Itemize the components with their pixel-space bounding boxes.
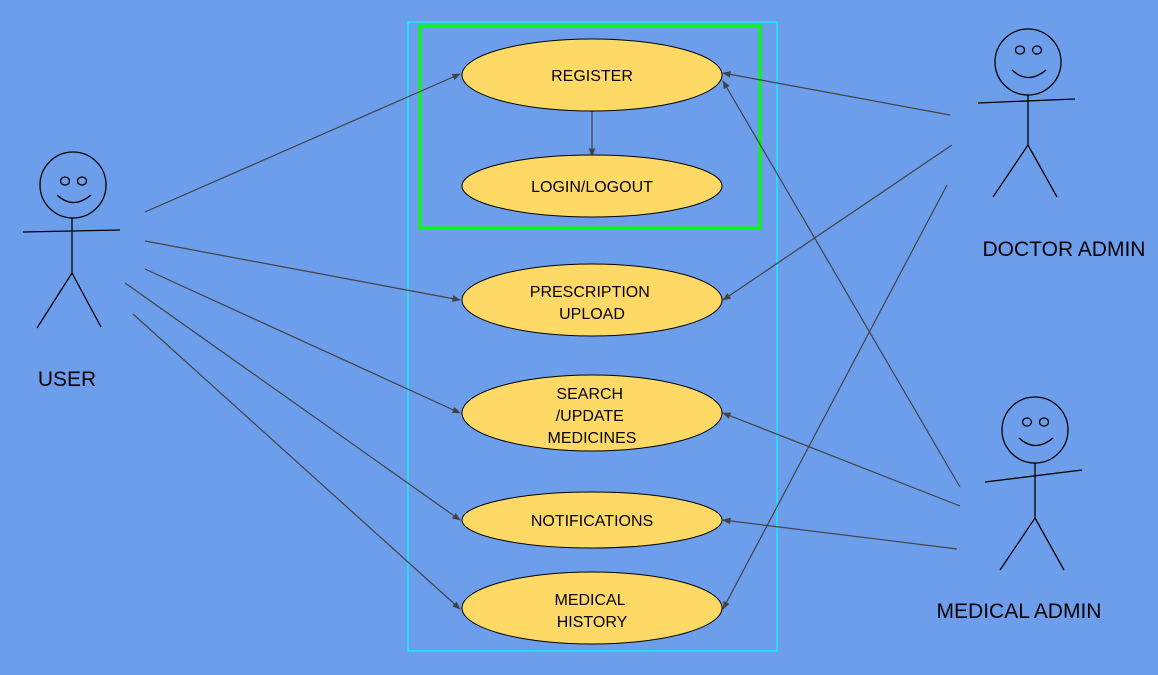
actor-medical-admin [984,396,1083,571]
assoc-doctor-history [722,184,948,610]
actor-user-head [39,151,107,219]
assoc-medical-notifications [722,517,958,550]
usecase-search-update-medicines-label: SEARCH /UPDATE MEDICINES [548,386,637,447]
usecase-notifications[interactable] [461,491,723,549]
usecase-medical-history-label: MEDICAL HISTORY [555,592,630,631]
usecase-prescription-upload-label: PRESCRIPTION UPLOAD [530,284,654,323]
usecase-notifications-label: NOTIFICATIONS [531,513,653,530]
usecase-register[interactable] [461,38,723,112]
assoc-user-notifications [124,282,461,521]
actor-medical-admin-label: MEDICAL ADMIN [937,600,1102,623]
usecase-prescription-upload[interactable] [461,263,723,337]
actor-medical-admin-head [1001,396,1069,464]
actor-user-label: USER [38,368,96,391]
assoc-medical-register [722,80,961,488]
auth-group-box [418,24,762,230]
usecase-login-logout-label: LOGIN/LOGOUT [531,179,653,196]
usecase-register-label: REGISTER [551,68,633,85]
actor-user [22,151,121,329]
assoc-user-history [132,313,461,610]
usecase-login-logout[interactable] [461,154,723,218]
actor-doctor-admin-head [994,28,1062,96]
assoc-doctor-prescription [722,144,953,301]
assoc-user-prescription [144,240,461,302]
actor-doctor-admin [977,28,1076,198]
assoc-medical-search [722,412,961,507]
system-boundary [407,21,778,652]
assoc-doctor-register [722,71,951,116]
assoc-user-register [144,73,461,213]
assoc-user-search [144,268,461,414]
actor-doctor-admin-label: DOCTOR ADMIN [983,238,1146,261]
usecase-search-update-medicines[interactable] [461,374,723,452]
usecase-medical-history[interactable] [461,571,723,645]
